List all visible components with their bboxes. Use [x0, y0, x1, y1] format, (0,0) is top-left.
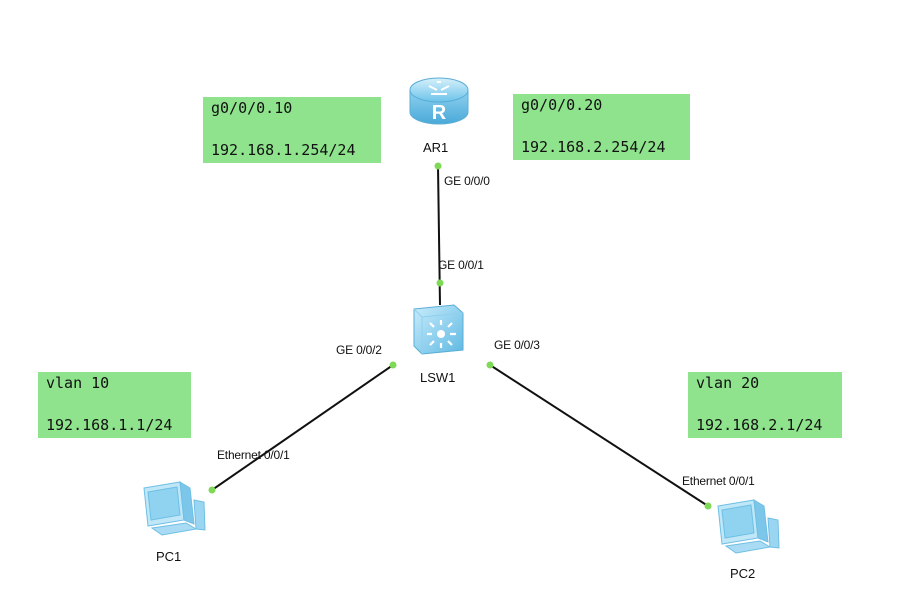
device-label-ar1: AR1	[423, 140, 449, 155]
router-icon: R	[409, 77, 469, 125]
note-line2: 192.168.2.1/24	[696, 416, 823, 434]
svg-text:R: R	[432, 102, 447, 124]
pc-pc1[interactable]	[138, 480, 208, 540]
pc-icon	[143, 481, 206, 536]
note-line1: g0/0/0.10	[211, 99, 293, 117]
port-dot-pc1-eth001[interactable]	[208, 486, 216, 494]
note-vlan-10: vlan 10 192.168.1.1/24	[38, 372, 191, 438]
port-label-lsw1-ge003: GE 0/0/3	[494, 338, 540, 352]
note-line1: vlan 20	[696, 374, 760, 392]
port-label-pc1-eth001: Ethernet 0/0/1	[217, 448, 290, 462]
port-dot-pc2-eth001[interactable]	[704, 502, 712, 510]
switch-lsw1[interactable]	[410, 303, 465, 356]
note-line2: 192.168.2.254/24	[521, 138, 666, 156]
pc-pc2[interactable]	[712, 498, 782, 558]
device-label-pc2: PC2	[730, 566, 756, 581]
port-dot-ar1-ge000[interactable]	[434, 162, 442, 170]
note-vlan-20: vlan 20 192.168.2.1/24	[688, 372, 842, 438]
port-label-ar1-ge000: GE 0/0/0	[444, 174, 490, 188]
note-line2: 192.168.1.254/24	[211, 141, 356, 159]
link-lsw1-pc1[interactable]	[211, 364, 394, 491]
note-subinterface-20: g0/0/0.20 192.168.2.254/24	[513, 94, 690, 160]
router-ar1[interactable]: R	[407, 74, 471, 132]
note-line1: g0/0/0.20	[521, 96, 603, 114]
port-dot-lsw1-ge002[interactable]	[389, 361, 397, 369]
pc-icon	[717, 499, 780, 554]
device-label-pc1: PC1	[156, 549, 182, 564]
note-subinterface-10: g0/0/0.10 192.168.1.254/24	[203, 97, 381, 163]
port-label-lsw1-ge001: GE 0/0/1	[438, 258, 484, 272]
note-line2: 192.168.1.1/24	[46, 416, 173, 434]
port-label-pc2-eth001: Ethernet 0/0/1	[682, 474, 755, 488]
link-lsw1-pc2[interactable]	[489, 364, 709, 507]
device-label-lsw1: LSW1	[420, 370, 456, 385]
note-line1: vlan 10	[46, 374, 110, 392]
port-dot-lsw1-ge001[interactable]	[436, 279, 444, 287]
port-dot-lsw1-ge003[interactable]	[486, 361, 494, 369]
switch-icon	[413, 304, 464, 355]
port-label-lsw1-ge002: GE 0/0/2	[336, 343, 382, 357]
